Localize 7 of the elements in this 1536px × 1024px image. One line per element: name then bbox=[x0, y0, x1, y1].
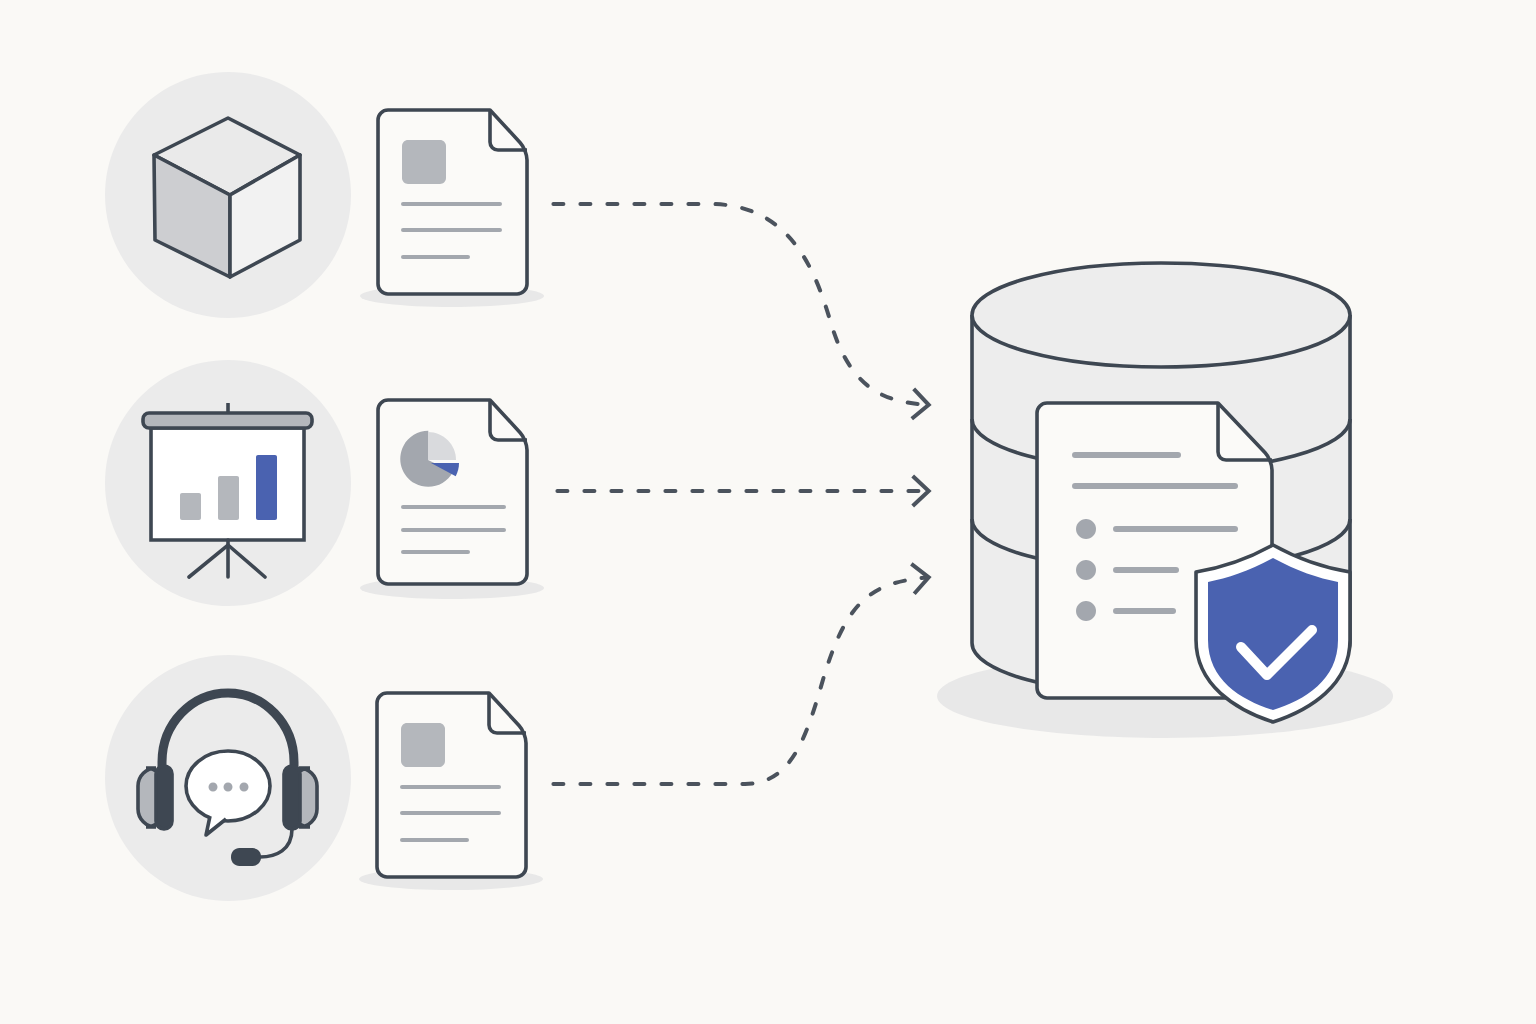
arrow bbox=[551, 202, 932, 421]
arrow bbox=[551, 562, 932, 786]
document-icon bbox=[376, 108, 529, 296]
document-icon bbox=[375, 691, 528, 879]
document-icon bbox=[376, 398, 529, 586]
database-icon bbox=[970, 261, 1352, 724]
arrow bbox=[555, 474, 932, 508]
